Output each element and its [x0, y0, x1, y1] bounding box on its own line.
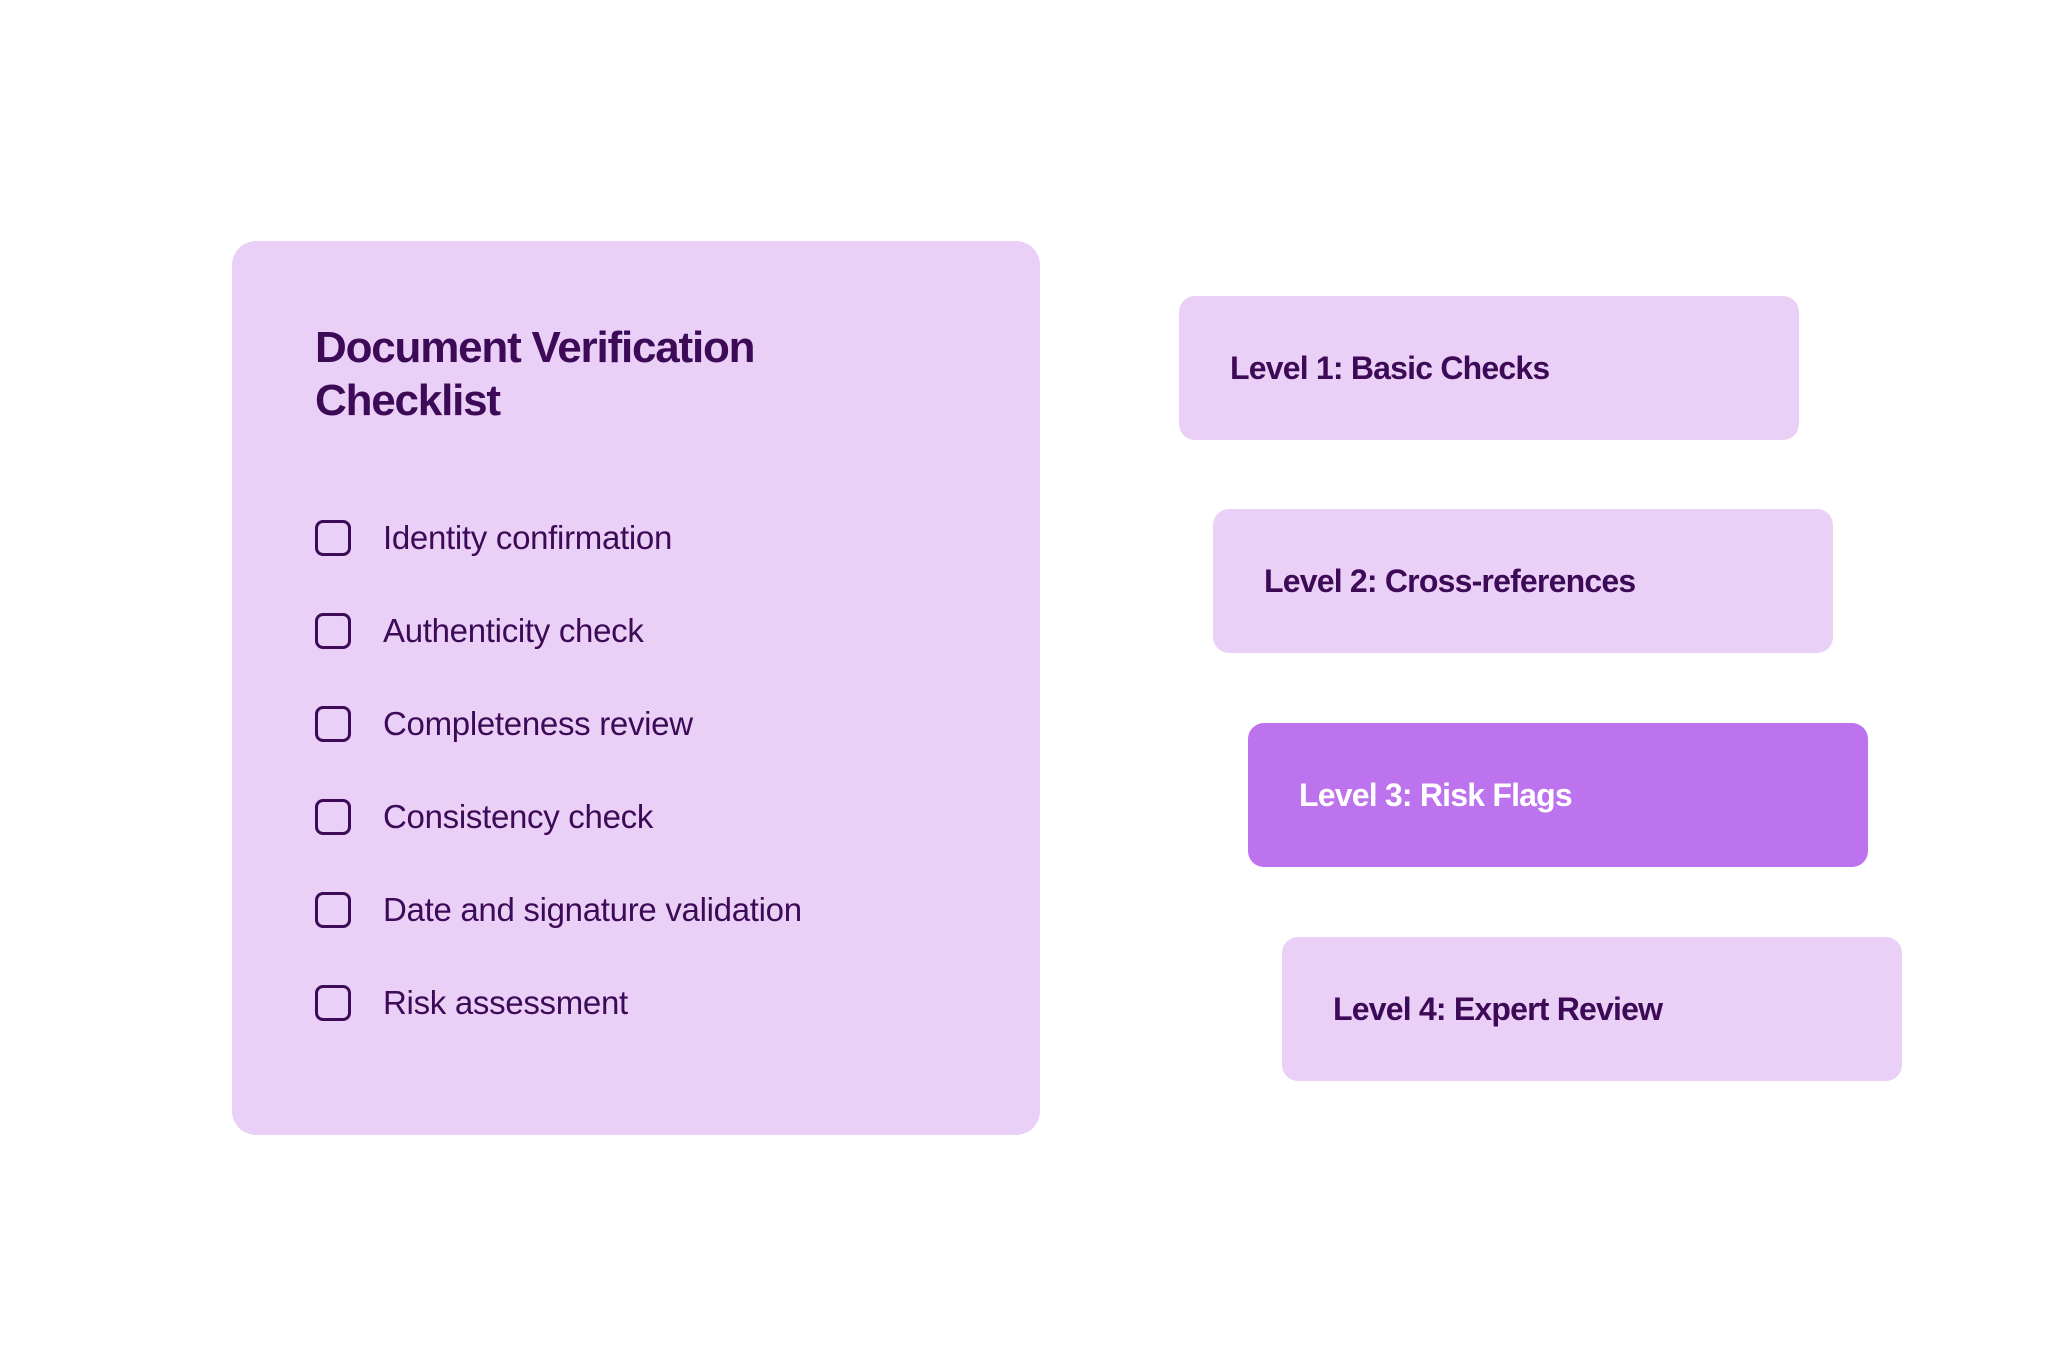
checklist-item-label: Identity confirmation	[383, 518, 673, 556]
checklist-item-date-signature-validation[interactable]: Date and signature validation	[315, 863, 802, 956]
checkbox-icon[interactable]	[315, 798, 351, 835]
checklist-item-identity-confirmation[interactable]: Identity confirmation	[315, 491, 802, 584]
checklist-item-authenticity-check[interactable]: Authenticity check	[315, 584, 802, 677]
checklist-items: Identity confirmation Authenticity check…	[315, 491, 802, 1049]
checklist-item-label: Date and signature validation	[383, 890, 802, 928]
checkbox-icon[interactable]	[315, 705, 351, 742]
checklist-item-label: Authenticity check	[383, 611, 644, 649]
checklist-item-label: Completeness review	[383, 704, 693, 742]
level-label: Level 4: Expert Review	[1333, 990, 1663, 1027]
level-1-basic-checks[interactable]: Level 1: Basic Checks	[1179, 296, 1799, 440]
checkbox-icon[interactable]	[315, 891, 351, 928]
checkbox-icon[interactable]	[315, 519, 351, 556]
level-2-cross-references[interactable]: Level 2: Cross-references	[1213, 509, 1833, 653]
level-3-risk-flags[interactable]: Level 3: Risk Flags	[1248, 723, 1868, 867]
checklist-item-label: Risk assessment	[383, 983, 628, 1021]
checklist-title: Document Verification Checklist	[315, 323, 756, 425]
level-4-expert-review[interactable]: Level 4: Expert Review	[1282, 937, 1902, 1081]
checklist-item-completeness-review[interactable]: Completeness review	[315, 677, 802, 770]
level-label: Level 2: Cross-references	[1264, 562, 1636, 599]
level-label: Level 3: Risk Flags	[1299, 776, 1573, 813]
checkbox-icon[interactable]	[315, 612, 351, 649]
checklist-item-risk-assessment[interactable]: Risk assessment	[315, 956, 802, 1049]
level-label: Level 1: Basic Checks	[1230, 349, 1550, 386]
checklist-item-consistency-check[interactable]: Consistency check	[315, 770, 802, 863]
checkbox-icon[interactable]	[315, 984, 351, 1021]
checklist-item-label: Consistency check	[383, 797, 654, 835]
checklist-card: Document Verification Checklist Identity…	[232, 241, 1040, 1135]
